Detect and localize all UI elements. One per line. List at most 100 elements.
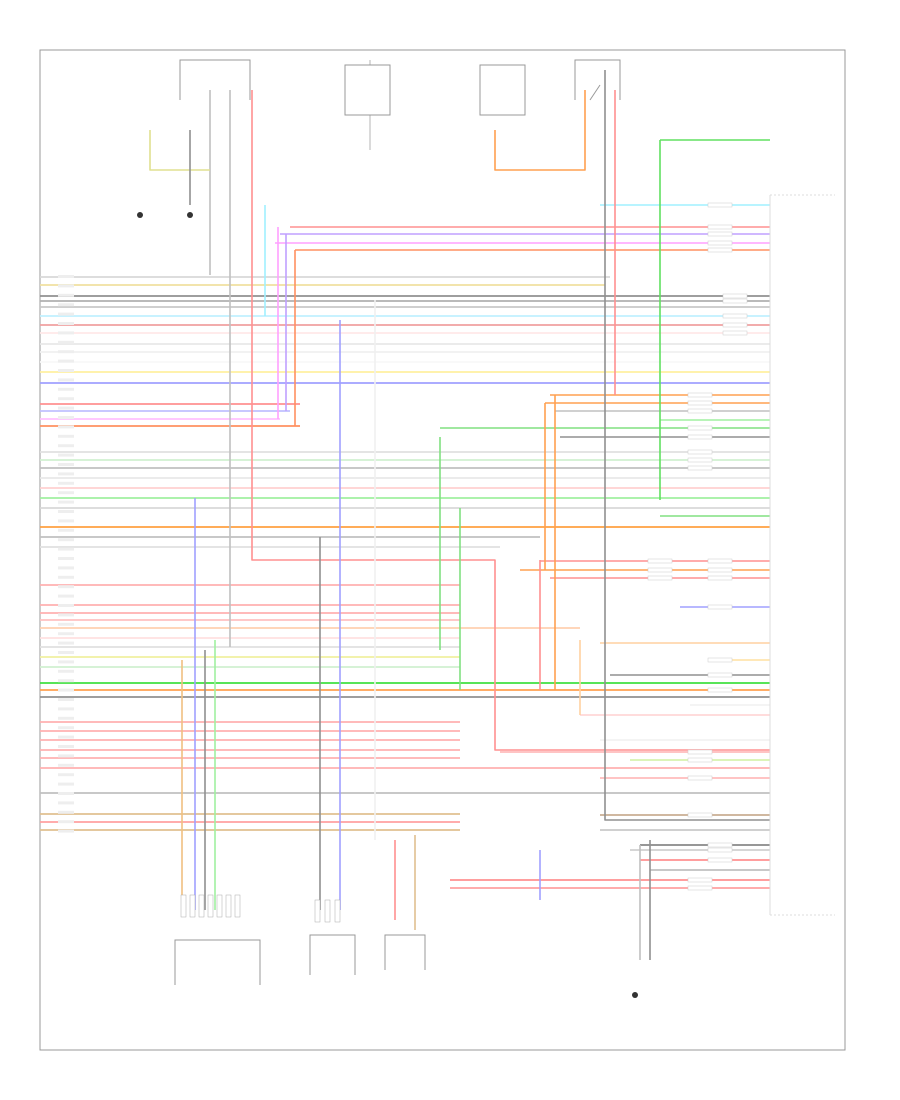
pin-label-11 <box>58 378 74 382</box>
diagram-frame <box>39 49 846 1051</box>
pin-label-49 <box>58 735 74 739</box>
top-right-relay <box>574 59 621 100</box>
pin-label-57 <box>58 810 74 814</box>
route-wire-11 <box>604 70 770 821</box>
pin-label-18 <box>58 444 74 448</box>
pin-label-14 <box>58 406 74 410</box>
pin-label-20 <box>58 463 74 466</box>
wire-tag-13 <box>687 425 713 431</box>
connector-pin-5 <box>225 894 232 918</box>
wire-tag-33 <box>687 885 713 891</box>
pin-label-44 <box>58 688 74 692</box>
connector-pin-4 <box>216 894 223 918</box>
connector-pin-1 <box>189 894 196 918</box>
wire-tag-32 <box>687 877 713 883</box>
wire-tag-23 <box>707 575 733 581</box>
route-wire-4 <box>251 90 770 751</box>
wire-tag-26 <box>707 672 733 678</box>
wire-tag-21 <box>707 558 733 564</box>
wire-tag-11 <box>687 400 713 406</box>
pin-label-19 <box>58 453 74 457</box>
bottom-center2-connector-bracket <box>384 934 426 970</box>
wire-tag-5 <box>722 293 748 299</box>
connector-pin-0 <box>180 894 187 918</box>
pin-label-23 <box>58 491 74 495</box>
pin-label-36 <box>58 613 74 617</box>
wire-tag-31 <box>687 812 713 818</box>
pin-label-16 <box>58 425 74 429</box>
pin-label-9 <box>58 359 74 363</box>
pin-label-50 <box>58 745 74 748</box>
pin-label-59 <box>58 829 74 833</box>
pin-label-10 <box>58 369 74 372</box>
ground-top-1 <box>187 212 193 218</box>
wire-tag-1 <box>707 224 733 230</box>
pin-label-37 <box>58 622 74 626</box>
pin-label-55 <box>58 792 74 795</box>
wire-tag-3 <box>707 240 733 246</box>
pin-label-13 <box>58 397 74 401</box>
pin-label-15 <box>58 416 74 419</box>
center-connector-pin-0 <box>314 899 321 923</box>
pin-label-35 <box>58 604 74 607</box>
pin-label-0 <box>58 275 74 278</box>
wire-tag-17 <box>687 465 713 471</box>
ground-bottom-right <box>632 992 638 998</box>
pin-label-8 <box>58 350 74 354</box>
connector-pin-6 <box>234 894 241 918</box>
pin-label-51 <box>58 754 74 758</box>
pin-label-28 <box>58 538 74 542</box>
pin-label-12 <box>58 387 74 391</box>
center-connector-pin-1 <box>324 899 331 923</box>
pin-label-38 <box>58 632 74 636</box>
pin-label-39 <box>58 641 74 645</box>
wire-tag-18 <box>647 558 673 564</box>
pin-label-26 <box>58 519 74 523</box>
wire-tag-34 <box>707 842 733 848</box>
pin-label-1 <box>58 284 74 288</box>
pin-label-17 <box>58 434 74 438</box>
top-left-connector <box>179 59 251 100</box>
pin-label-3 <box>58 303 74 307</box>
route-wire-7 <box>149 130 210 171</box>
pin-label-22 <box>58 481 74 485</box>
pin-label-47 <box>58 716 74 720</box>
wire-tag-0 <box>707 202 733 208</box>
pin-label-54 <box>58 782 74 786</box>
pin-label-42 <box>58 669 74 673</box>
pin-label-34 <box>58 594 74 598</box>
pin-label-41 <box>58 660 74 664</box>
pin-label-53 <box>58 773 74 777</box>
pin-label-45 <box>58 698 74 701</box>
components-group <box>137 59 835 998</box>
route-wire-12 <box>494 90 586 171</box>
pin-label-5 <box>58 322 74 325</box>
top-center-sensor-body <box>344 64 391 116</box>
top-right-sensor-body <box>479 64 526 116</box>
pin-label-30 <box>58 557 74 560</box>
wire-tag-15 <box>687 449 713 455</box>
wire-tag-36 <box>707 857 733 863</box>
pin-label-29 <box>58 547 74 551</box>
ground-top-0 <box>137 212 143 218</box>
pin-label-32 <box>58 575 74 579</box>
pin-label-7 <box>58 340 74 344</box>
pin-label-25 <box>58 510 74 513</box>
wire-tag-2 <box>707 231 733 237</box>
wire-tag-22 <box>707 567 733 573</box>
pin-label-46 <box>58 707 74 711</box>
bottom-center-connector-bracket <box>309 934 356 975</box>
connector-pin-3 <box>207 894 214 918</box>
wire-tag-19 <box>647 567 673 573</box>
wire-tag-7 <box>722 313 748 319</box>
pin-label-31 <box>58 566 74 570</box>
wire-tag-30 <box>687 775 713 781</box>
pin-label-58 <box>58 820 74 824</box>
bottom-left-connector-bracket <box>174 939 261 985</box>
wire-tag-4 <box>707 247 733 253</box>
pin-label-48 <box>58 726 74 730</box>
pin-label-33 <box>58 585 74 589</box>
wire-tag-12 <box>687 408 713 414</box>
wire-tag-8 <box>722 322 748 328</box>
pin-label-52 <box>58 763 74 767</box>
